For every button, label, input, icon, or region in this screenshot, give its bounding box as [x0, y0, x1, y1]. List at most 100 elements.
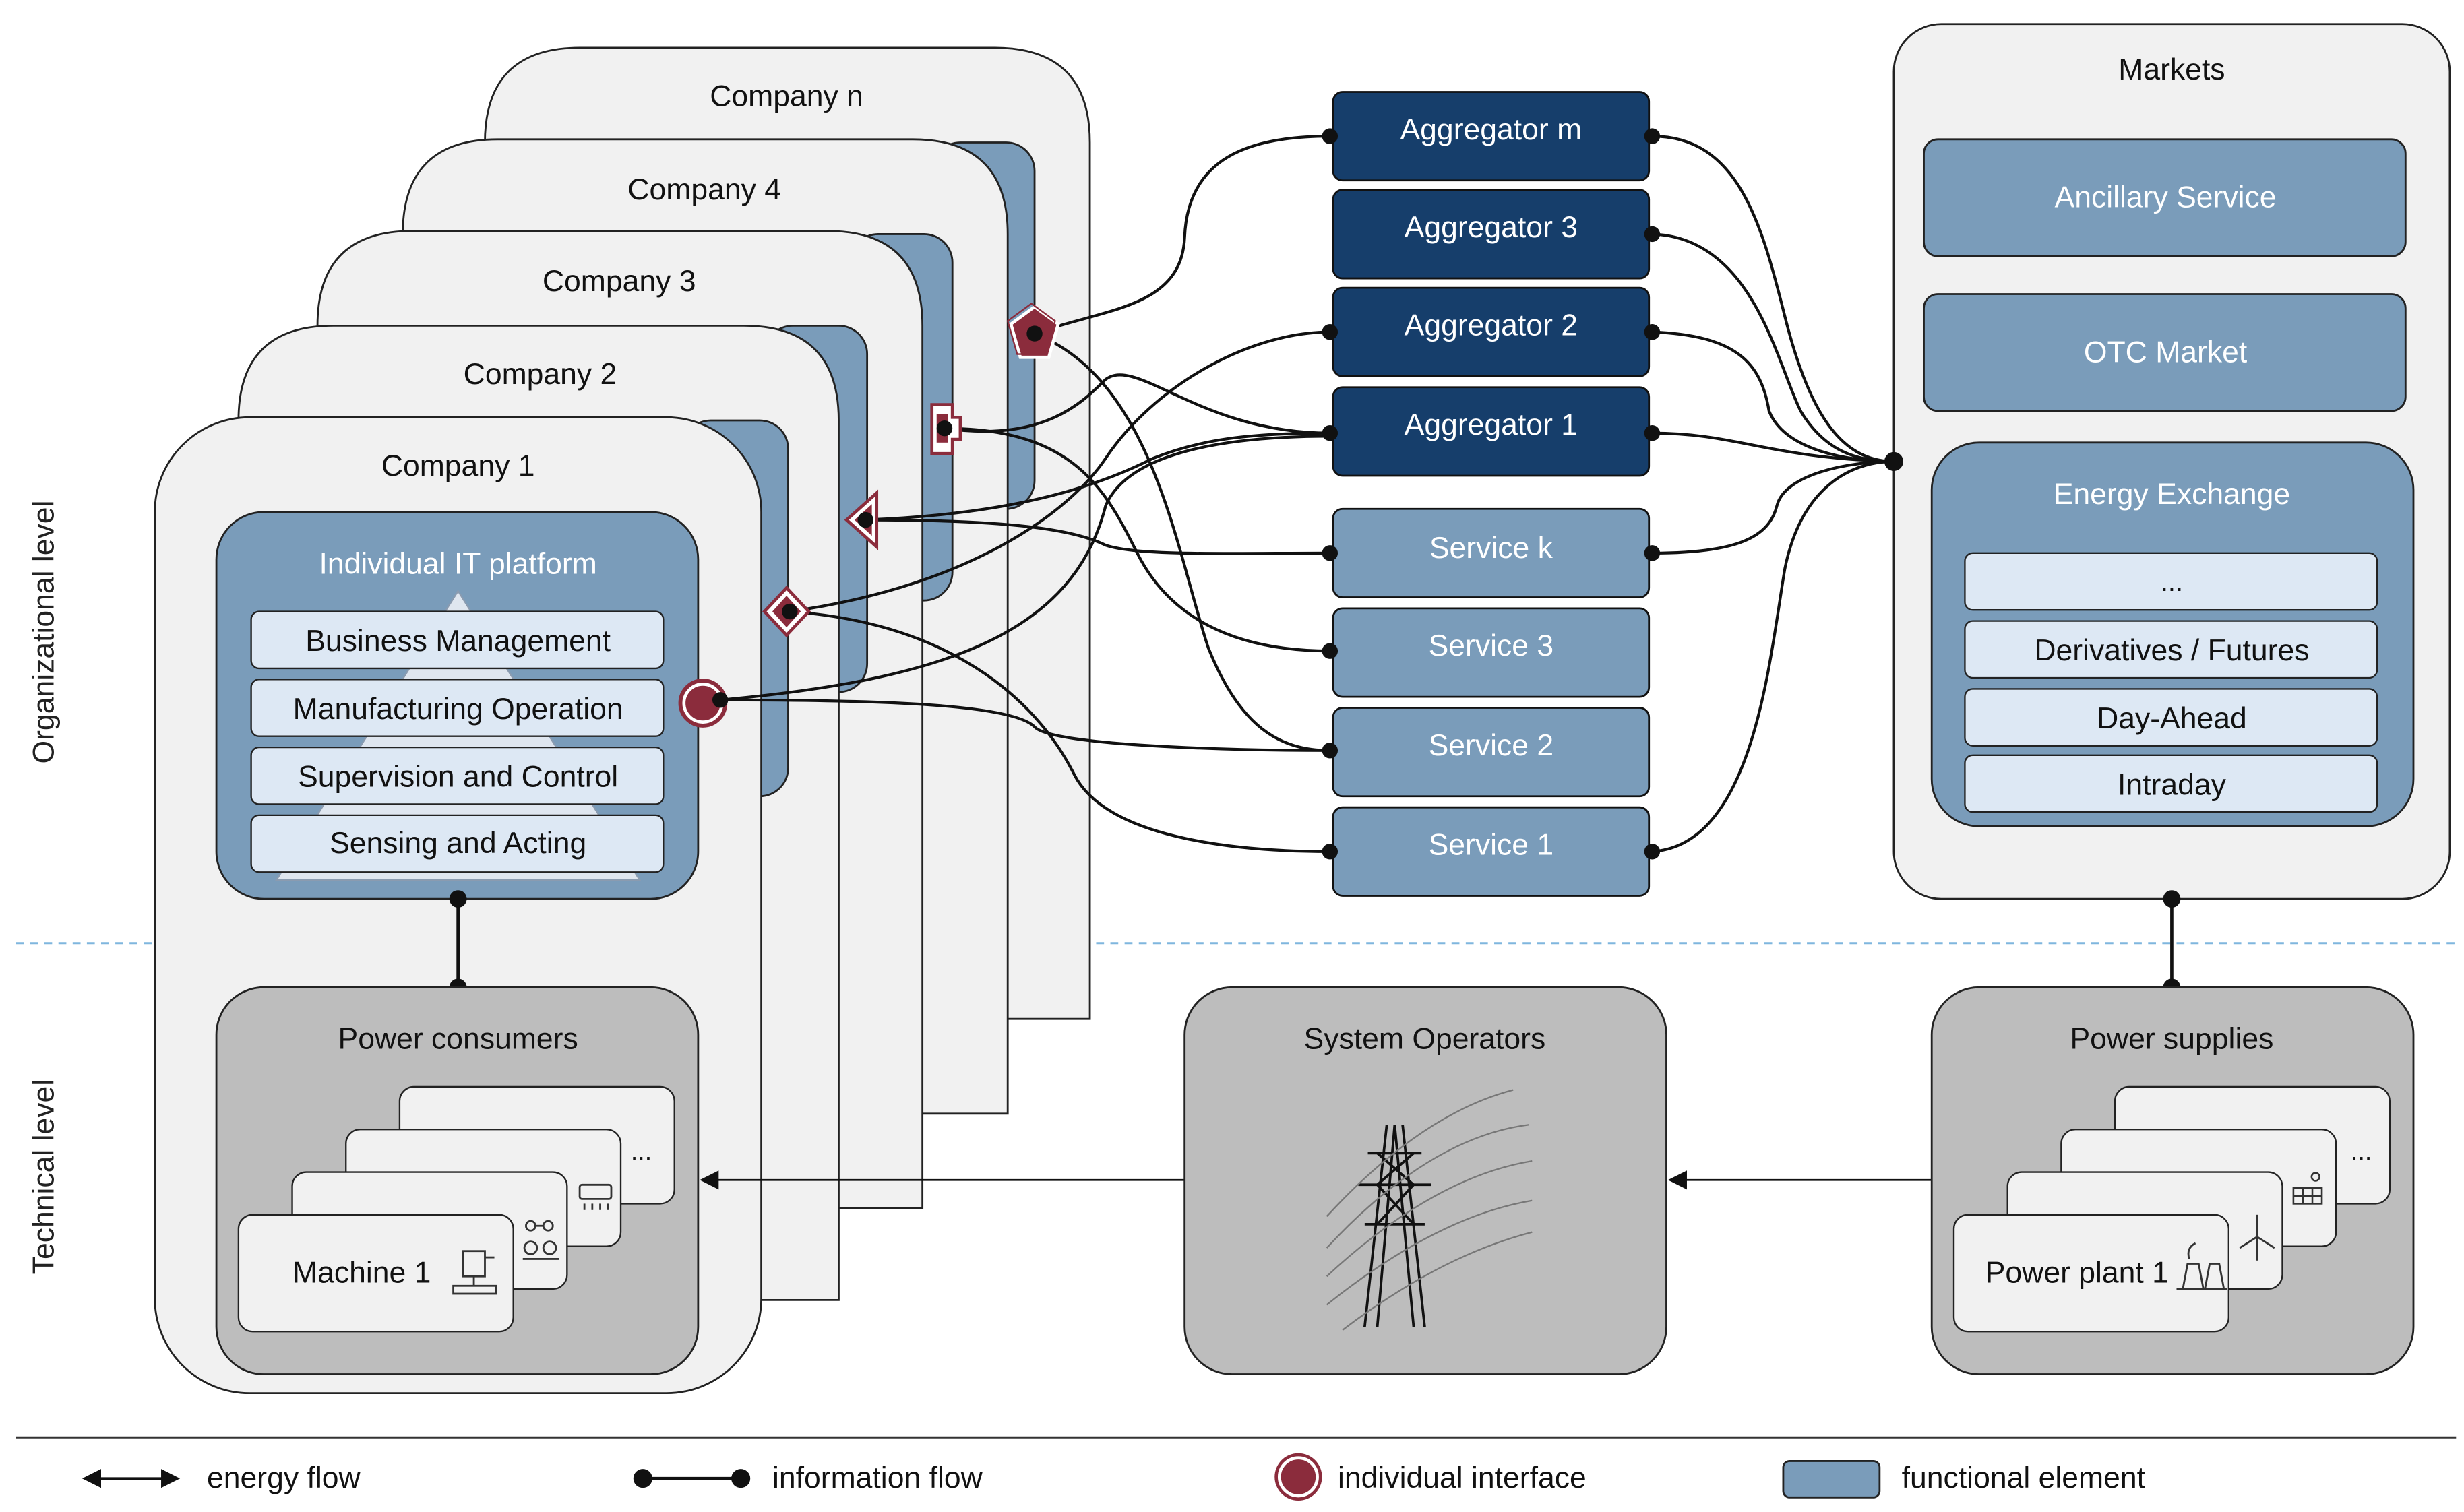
exchange-item-intraday-label: Intraday — [2118, 768, 2227, 801]
link-4-service-3 — [944, 427, 1330, 653]
aggregator-m-label: Aggregator m — [1400, 113, 1582, 146]
exchange-item-intraday[interactable] — [1964, 754, 2378, 813]
aggregator-1[interactable]: Aggregator 1 — [1332, 386, 1651, 477]
consumer-ellipsis: ... — [631, 1137, 652, 1165]
aggregator-2[interactable]: Aggregator 2 — [1332, 286, 1651, 377]
link-1-service-2 — [720, 698, 1330, 752]
aggregator-2-label: Aggregator 2 — [1405, 309, 1578, 342]
layer-supervision-control-label: Supervision and Control — [298, 761, 618, 794]
power-supplies: Power supplies ... Power plant 1 — [1930, 986, 2415, 1375]
power-plant-icon — [2176, 1242, 2227, 1290]
link-service-k-markets — [1652, 460, 1894, 555]
service-3[interactable]: Service 3 — [1332, 607, 1651, 698]
robot-arm-icon — [522, 1220, 559, 1260]
company-2-title: Company 2 — [464, 358, 617, 391]
link-3-service-k — [865, 518, 1330, 555]
energy-flow-arrow-to-consumers — [700, 1170, 1185, 1190]
layer-business-management[interactable] — [250, 610, 665, 670]
ancillary-service[interactable] — [1923, 138, 2407, 257]
legend-individual-interface-label: individual interface — [1338, 1461, 1587, 1494]
service-1-label: Service 1 — [1429, 828, 1554, 861]
solar-panel-icon — [2292, 1172, 2323, 1205]
link-2-aggregator-2 — [789, 330, 1330, 613]
exchange-item-more-label: ... — [2161, 567, 2183, 597]
power-consumers-title: Power consumers — [338, 1023, 578, 1056]
system-operators-title: System Operators — [1304, 1023, 1546, 1056]
service-3-label: Service 3 — [1429, 629, 1554, 662]
link-3-aggregator-1 — [865, 431, 1330, 522]
ancillary-service-label: Ancillary Service — [2055, 181, 2277, 214]
service-2-label: Service 2 — [1429, 729, 1554, 762]
link-service-1-markets — [1652, 460, 1894, 853]
link-n-service-2 — [1034, 332, 1330, 752]
interface-triangle-icon[interactable] — [844, 489, 879, 550]
link-4-aggregator-1 — [944, 373, 1330, 435]
layer-manufacturing-operation[interactable] — [250, 679, 665, 737]
system-operators: System Operators — [1183, 986, 1667, 1375]
link-n-aggregator-m — [1034, 135, 1330, 336]
organizational-level-label: Organizational level — [28, 501, 61, 764]
power-pylon-icon — [1358, 1125, 1431, 1327]
exchange-item-derivatives[interactable] — [1964, 620, 2378, 679]
otc-market[interactable] — [1923, 293, 2407, 412]
aggregator-m[interactable]: Aggregator m — [1332, 91, 1651, 182]
interface-circle-icon[interactable] — [678, 679, 729, 728]
power-consumers: Power consumers ... Machine 1 — [215, 986, 700, 1375]
link-aggregator-1-markets — [1652, 431, 1895, 464]
power-lines-icon — [1326, 1089, 1533, 1331]
exchange-item-derivatives-label: Derivatives / Futures — [2034, 634, 2309, 667]
otc-market-label: OTC Market — [2084, 336, 2248, 369]
link-aggregator-2-markets — [1652, 330, 1894, 464]
interface-pentagon-icon[interactable] — [1006, 303, 1060, 359]
company-n-title: Company n — [710, 80, 863, 113]
link-1-aggregator-1 — [720, 435, 1330, 701]
power-plant-1-label: Power plant 1 — [1985, 1257, 2169, 1290]
air-conditioner-icon — [578, 1183, 613, 1210]
machine-1-card[interactable] — [237, 1214, 514, 1333]
company-3-title: Company 3 — [543, 265, 696, 298]
service-k[interactable]: Service k — [1332, 507, 1651, 598]
layer-manufacturing-operation-label: Manufacturing Operation — [293, 693, 623, 726]
machine-icon — [452, 1250, 497, 1295]
energy-exchange-title: Energy Exchange — [2054, 478, 2290, 511]
exchange-item-more[interactable] — [1964, 552, 2378, 611]
it-platform: Individual IT platform Business Manageme… — [215, 511, 700, 900]
link-aggregator-3-markets — [1652, 232, 1894, 464]
it-platform-title: Individual IT platform — [319, 547, 596, 580]
legend-energy-flow-label: energy flow — [207, 1461, 361, 1494]
service-2[interactable]: Service 2 — [1332, 707, 1651, 798]
link-aggregator-m-markets — [1652, 135, 1894, 464]
interface-diamond-icon[interactable] — [762, 585, 811, 638]
aggregator-1-label: Aggregator 1 — [1405, 408, 1578, 441]
legend-functional-element: functional element — [1782, 1460, 2146, 1499]
markets-panel: Markets Ancillary Service OTC Market Ene… — [1892, 23, 2451, 900]
legend-energy-flow: energy flow — [82, 1461, 361, 1494]
power-supplies-title: Power supplies — [2070, 1023, 2273, 1056]
technical-level-label: Technical level — [28, 1079, 61, 1275]
interface-plug-icon[interactable] — [930, 403, 962, 455]
layer-sensing-acting-label: Sensing and Acting — [330, 827, 586, 860]
service-k-label: Service k — [1429, 532, 1553, 565]
link-2-service-1 — [789, 610, 1330, 853]
machine-1-label: Machine 1 — [292, 1257, 431, 1290]
service-1[interactable]: Service 1 — [1332, 806, 1651, 897]
aggregator-3-label: Aggregator 3 — [1405, 211, 1578, 244]
layer-business-management-label: Business Management — [305, 625, 611, 658]
exchange-item-day-ahead-label: Day-Ahead — [2097, 702, 2247, 735]
energy-flow-arrow-to-operators — [1667, 1170, 1932, 1190]
company-4-title: Company 4 — [627, 173, 781, 206]
wind-turbine-icon — [2239, 1214, 2275, 1261]
exchange-item-day-ahead[interactable] — [1964, 688, 2378, 747]
layer-sensing-acting[interactable] — [250, 814, 665, 873]
legend-individual-interface: individual interface — [1274, 1453, 1587, 1501]
legend-information-flow-label: information flow — [772, 1461, 983, 1494]
connection-dots — [1322, 128, 1904, 860]
aggregator-3[interactable]: Aggregator 3 — [1332, 189, 1651, 280]
legend-functional-element-label: functional element — [1902, 1461, 2146, 1494]
company-1-title: Company 1 — [381, 449, 535, 482]
legend-information-flow: information flow — [633, 1461, 983, 1494]
power-plant-1-card[interactable] — [1952, 1214, 2229, 1333]
layer-supervision-control[interactable] — [250, 746, 665, 805]
information-flow-connections — [720, 135, 1895, 853]
